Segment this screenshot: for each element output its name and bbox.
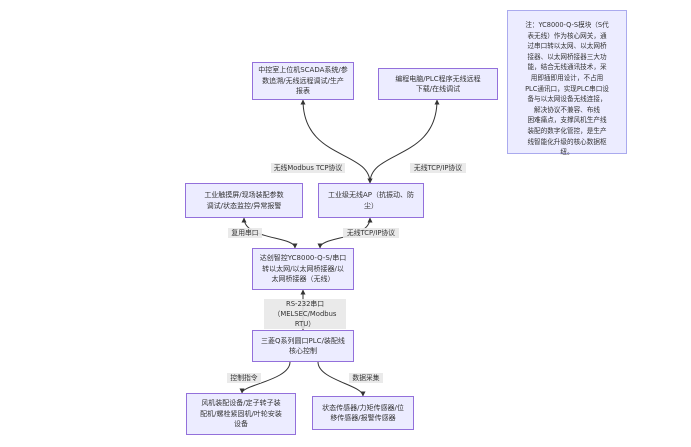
edge-label-plc-assembly: 控制指令 bbox=[227, 373, 261, 383]
node-hmi: 工业触摸屏/现场装配参数 调试/状态监控/异常报警 bbox=[185, 183, 303, 218]
annotation-note: 注：YC8000-Q-S模块（S代 表无线）作为核心网关，通 过串口转以太网、以… bbox=[507, 10, 627, 156]
edge-label-plc-sensors: 数据采集 bbox=[349, 373, 383, 383]
node-sensors: 状态传感器/力矩传感器/位 移传感器/报警传感器 bbox=[312, 396, 414, 430]
edge-label-scada-ap: 无线Modbus TCP协议 bbox=[271, 163, 345, 173]
node-assembly-equipment: 风机装配设备/定子转子装 配机/螺栓紧固机/叶轮安装 设备 bbox=[186, 393, 296, 435]
node-gateway: 达创智控YC8000-Q-S/串口 转以太网/以太网桥接器/以 太网桥接器（无线… bbox=[252, 248, 354, 290]
edge-label-pc-ap: 无线TCP/IP协议 bbox=[410, 163, 466, 173]
edge-scada-ap bbox=[300, 99, 373, 184]
edge-plc-assembly bbox=[239, 361, 291, 394]
node-wireless-ap: 工业级无线AP（抗振动、防 尘） bbox=[318, 183, 424, 218]
node-scada: 中控室上位机SCADA系统/参 数追溯/无线远程调试/生产 报表 bbox=[252, 62, 354, 100]
edge-plc-sensors bbox=[317, 361, 366, 397]
node-programming-pc: 编程电脑/PLC程序无线远程 下载/在线调试 bbox=[378, 68, 498, 100]
edge-label-gw-plc: RS-232串口 （MELSEC/Modbus RTU） bbox=[264, 299, 346, 329]
node-plc: 三菱Q系列圆口PLC/装配线 核心控制 bbox=[252, 330, 354, 362]
edge-pc-ap bbox=[367, 99, 440, 184]
edge-label-hmi-gw: 复用串口 bbox=[228, 228, 262, 238]
edge-label-ap-gw: 无线TCP/IP协议 bbox=[343, 228, 399, 238]
edge-hmi-gw bbox=[241, 217, 298, 249]
